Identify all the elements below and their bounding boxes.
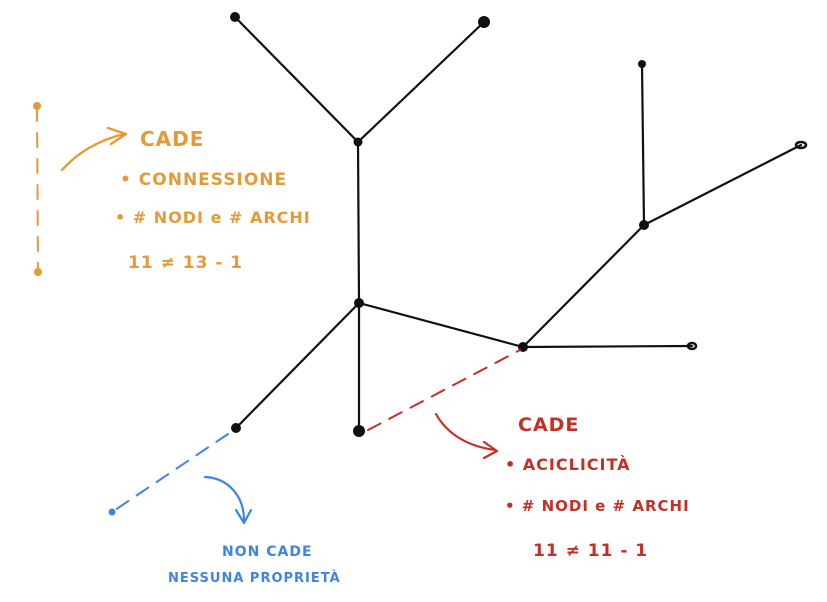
orange-dashed-line [36, 106, 39, 271]
edge [357, 301, 525, 349]
node [230, 12, 240, 22]
blue-arrow-icon [203, 475, 246, 522]
red-arrowhead-icon [482, 440, 499, 460]
red-dashed-edge [367, 349, 521, 431]
blue-line-non-cade: NON CADE [222, 544, 313, 560]
node [353, 137, 363, 147]
node [638, 60, 646, 68]
orange-item-nodi-archi: • # NODI e # ARCHI [115, 208, 311, 227]
edge [642, 143, 803, 227]
node [686, 341, 698, 351]
blue-arrowhead-icon [234, 508, 253, 525]
red-arrow-icon [434, 412, 497, 452]
red-formula: 11 ≠ 11 - 1 [533, 541, 648, 561]
blue-node [108, 508, 116, 516]
edge [234, 301, 361, 430]
node [353, 425, 365, 437]
edge [521, 223, 646, 349]
orange-formula: 11 ≠ 13 - 1 [128, 253, 243, 273]
edge [521, 344, 694, 349]
orange-arrowhead-icon [106, 126, 128, 146]
blue-line-nessuna-proprieta: NESSUNA PROPRIETÀ [168, 570, 341, 586]
node [478, 16, 490, 28]
node [639, 220, 649, 230]
orange-item-connessione: • CONNESSIONE [120, 170, 287, 190]
orange-title: CADE [140, 127, 204, 151]
red-item-nodi-archi: • # NODI e # ARCHI [505, 497, 690, 515]
edge [356, 20, 486, 144]
edge [356, 140, 361, 305]
orange-node-top [33, 102, 41, 110]
edge [640, 62, 646, 227]
orange-arrow-icon [60, 132, 126, 172]
blue-dashed-edge [111, 433, 229, 513]
node [231, 423, 241, 433]
red-item-aciclicita: • ACICLICITÀ [505, 455, 631, 474]
node [354, 298, 364, 308]
orange-node-bottom [34, 268, 42, 276]
node [794, 140, 808, 150]
red-title: CADE [518, 414, 579, 436]
edge [233, 15, 360, 144]
